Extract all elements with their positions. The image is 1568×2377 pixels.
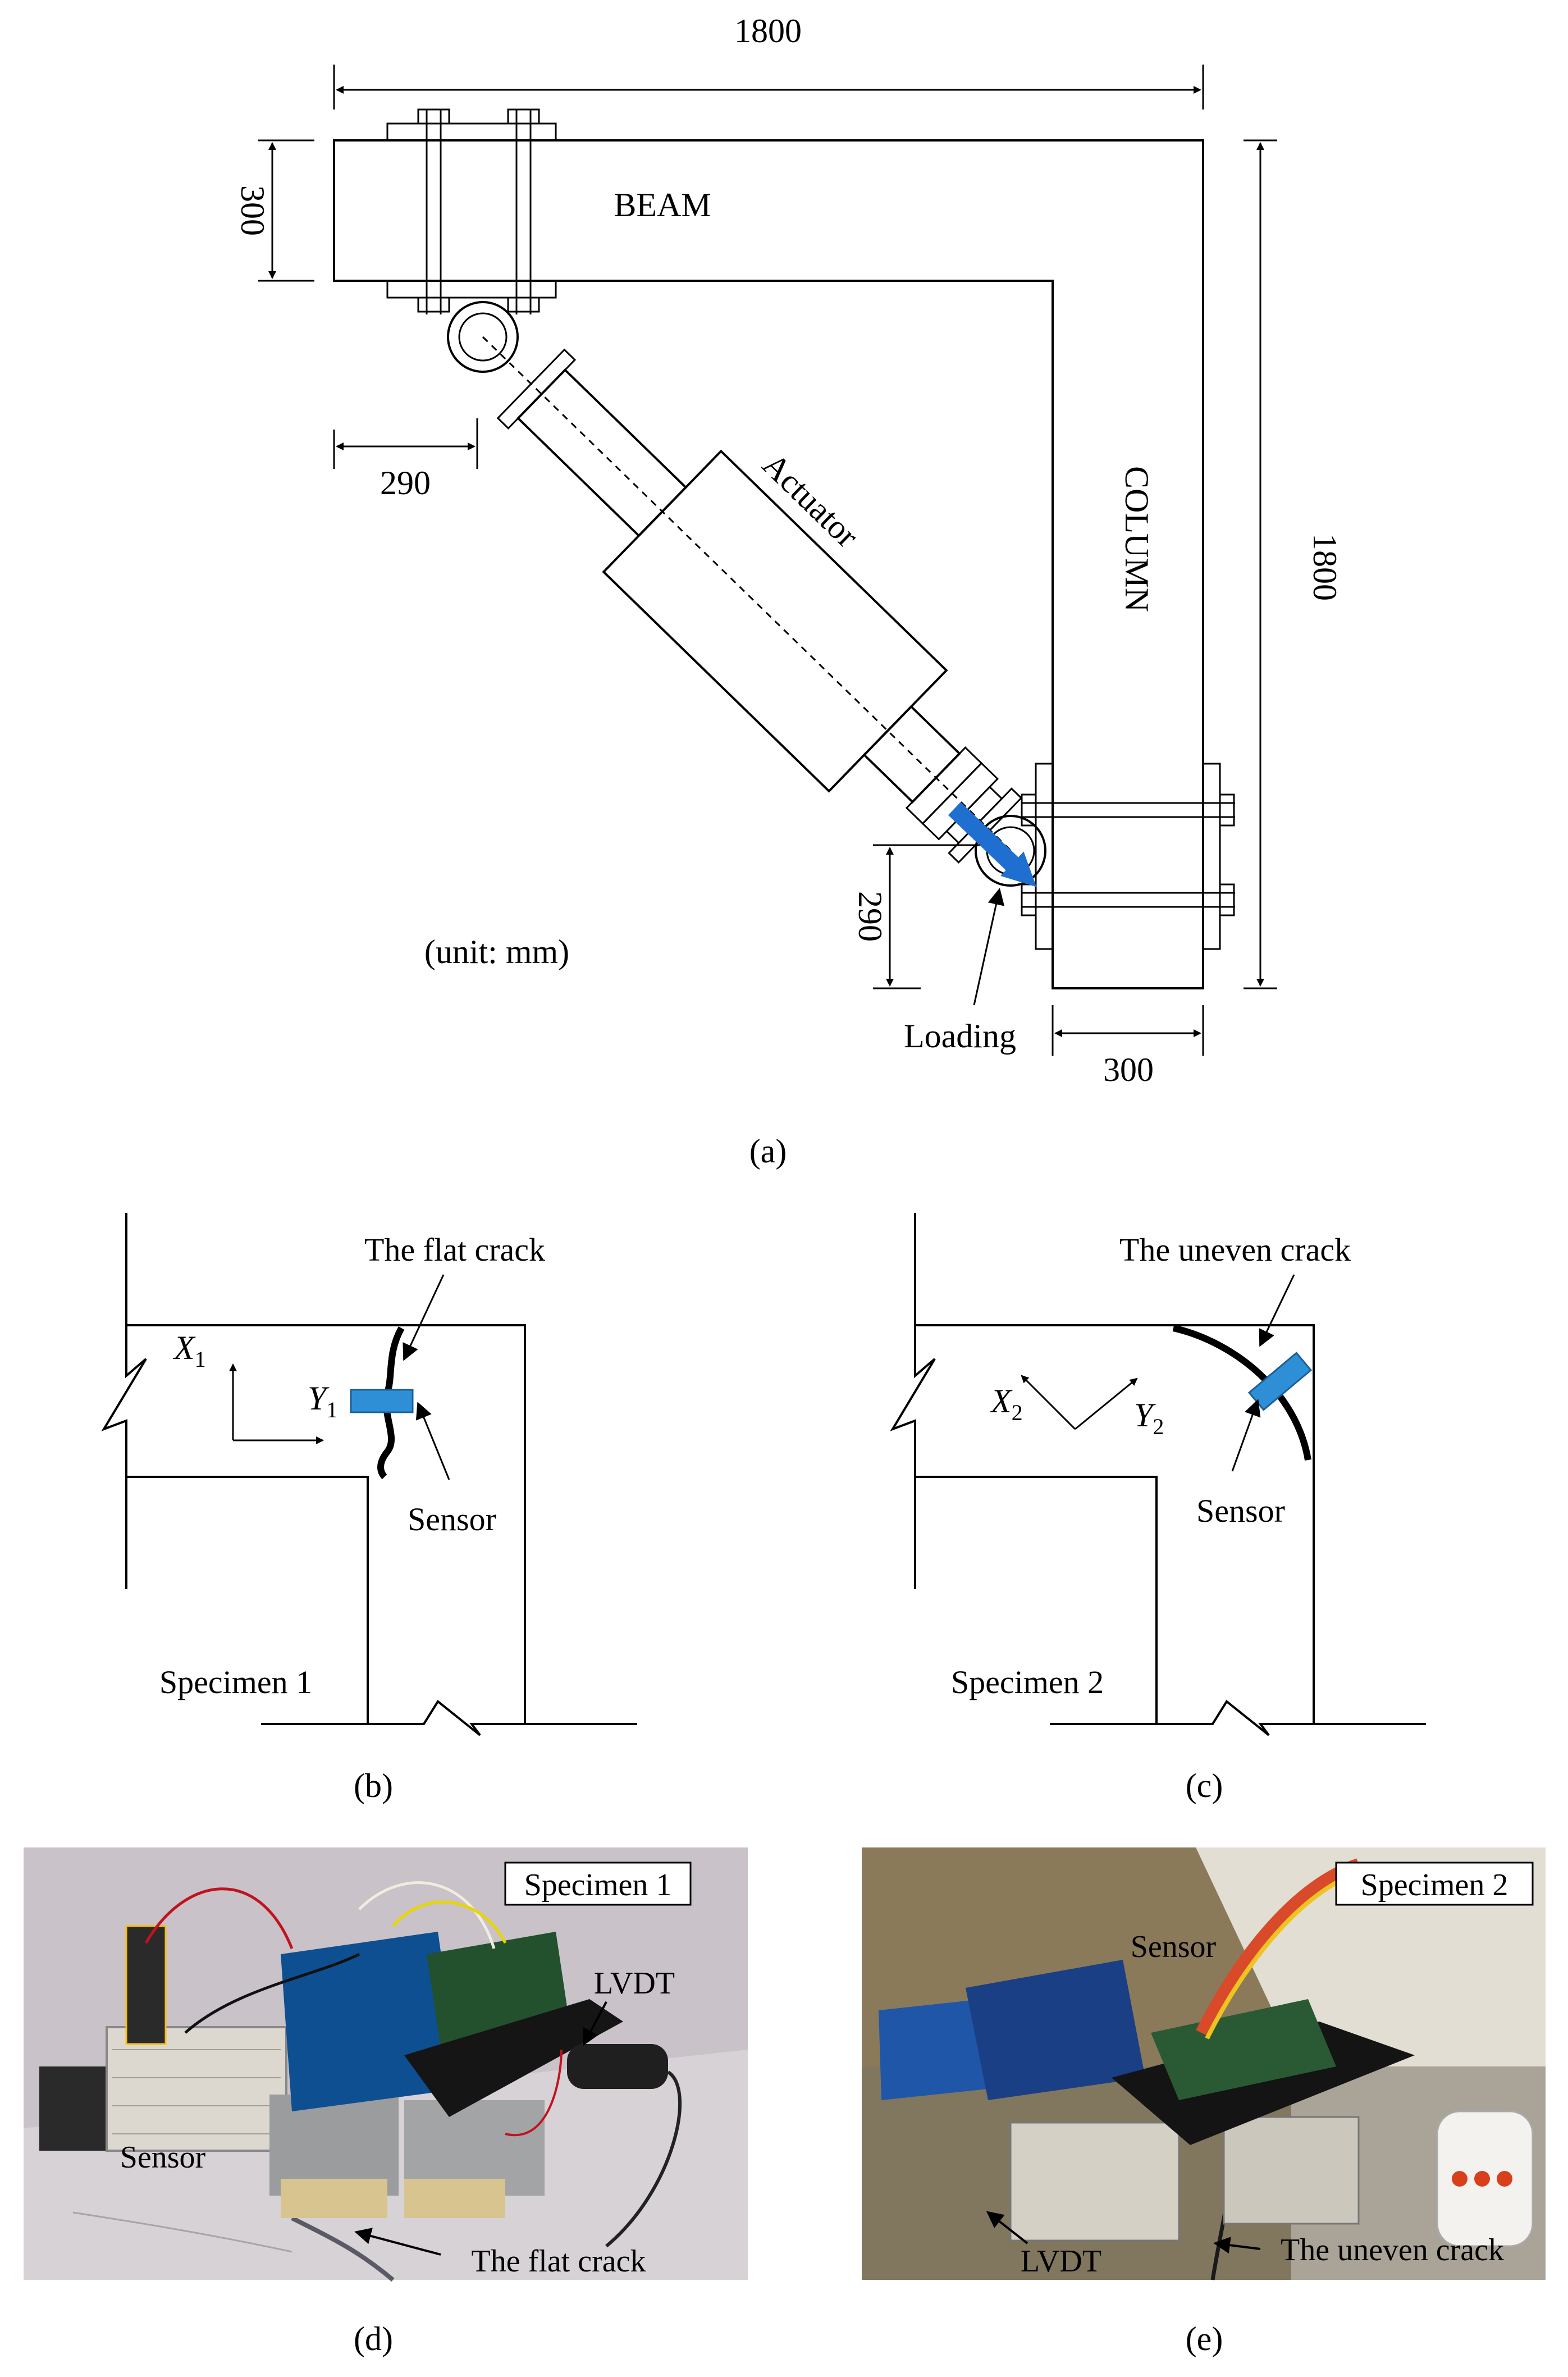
dim-top-label: 1800 bbox=[734, 12, 802, 49]
uneven-crack bbox=[1172, 1325, 1311, 1461]
dim-beam-depth-label: 300 bbox=[234, 185, 271, 236]
axis-y2-label: Y2 bbox=[1134, 1397, 1164, 1439]
flat-crack bbox=[377, 1326, 405, 1480]
panel-a-diagram: 1800 300 1800 bbox=[234, 12, 1343, 1170]
panel-c-diagram: X2 Y2 The uneven crack Sensor Specimen 2… bbox=[890, 1213, 1426, 1804]
sensor-b bbox=[350, 1389, 414, 1413]
dim-offset-bottom-label: 290 bbox=[852, 891, 889, 942]
break-symbol-b-bottom bbox=[261, 1700, 637, 1736]
photo-e-black-mount bbox=[1112, 2022, 1415, 2145]
loading-pointer bbox=[973, 888, 1005, 1006]
photo-d-black-mount bbox=[404, 1999, 623, 2117]
dim-column-width: 300 bbox=[1052, 1005, 1204, 1088]
beam-clamp bbox=[386, 108, 557, 314]
photo-d-sensor-label: Sensor bbox=[120, 2140, 206, 2175]
caption-a: (a) bbox=[749, 1133, 787, 1170]
loading-label: Loading bbox=[904, 1018, 1016, 1055]
sensor-c-pointer bbox=[1231, 1399, 1261, 1472]
dim-top: 1800 bbox=[333, 12, 1204, 110]
photo-e-green-board bbox=[1151, 1999, 1336, 2100]
photo-d-wood-left bbox=[281, 2179, 387, 2218]
axis-y1-label: Y1 bbox=[308, 1380, 337, 1422]
caption-b: (b) bbox=[354, 1767, 393, 1804]
photo-e-angle-left bbox=[1009, 2121, 1180, 2242]
photo-e-lvdt-label: LVDT bbox=[1021, 2244, 1101, 2279]
dim-offset-bottom: 290 bbox=[852, 844, 980, 989]
loading-arrow bbox=[948, 802, 1037, 887]
photo-e-ribbon-cable bbox=[1196, 1858, 1361, 2036]
joint-b-inner bbox=[126, 1476, 369, 1724]
break-symbol-c-bottom bbox=[1050, 1700, 1426, 1736]
photo-d-floor-crack bbox=[291, 2216, 395, 2282]
sensor-b-label: Sensor bbox=[408, 1501, 496, 1537]
photo-e-crack-label: The uneven crack bbox=[1281, 2233, 1504, 2267]
axis-y2-arrow bbox=[1075, 1377, 1138, 1430]
photo-d-crack-label: The flat crack bbox=[472, 2244, 646, 2279]
dim-offset-top-label: 290 bbox=[380, 464, 431, 501]
photo-d-hairline-crack bbox=[72, 2211, 292, 2253]
column-label: COLUMN bbox=[1118, 466, 1155, 612]
axis-x2-arrow bbox=[1021, 1375, 1076, 1430]
dim-offset-top: 290 bbox=[333, 418, 478, 501]
unit-label: (unit: mm) bbox=[424, 933, 569, 970]
joint-c-outer bbox=[914, 1213, 1315, 1724]
joint-c-inner bbox=[915, 1476, 1158, 1724]
photo-e-specimen-box bbox=[1335, 1862, 1534, 1906]
caption-c: (c) bbox=[1186, 1767, 1223, 1804]
joint-b-outer bbox=[125, 1213, 526, 1724]
photo-e-angle-right bbox=[1223, 2116, 1360, 2225]
axis-x2-label: X2 bbox=[990, 1383, 1023, 1425]
beam-column-outline bbox=[333, 139, 1204, 989]
sensor-c-label: Sensor bbox=[1196, 1493, 1285, 1529]
uneven-crack-label: The uneven crack bbox=[1119, 1231, 1351, 1268]
dim-beam-depth: 300 bbox=[234, 139, 314, 282]
photo-d-specimen-box bbox=[504, 1862, 692, 1906]
photo-e-sensor-label: Sensor bbox=[1131, 1929, 1217, 1964]
caption-e: (e) bbox=[1186, 2320, 1223, 2357]
panel-e-photo: Specimen 2 Sensor LVDT The uneven crack … bbox=[862, 1847, 1546, 2357]
photo-e-specimen-label: Specimen 2 bbox=[1361, 1868, 1508, 1902]
panel-b-diagram: X1 Y1 The flat crack Sensor Specimen 1 (… bbox=[101, 1213, 637, 1804]
break-symbol-b-left bbox=[101, 1325, 147, 1477]
dim-right: 1800 bbox=[1244, 139, 1343, 989]
photo-d-specimen-label: Specimen 1 bbox=[524, 1868, 672, 1902]
photo-d-wood-right bbox=[404, 2179, 505, 2218]
uneven-crack-pointer bbox=[1259, 1274, 1295, 1347]
flat-crack-pointer bbox=[403, 1274, 445, 1361]
caption-d: (d) bbox=[354, 2320, 393, 2357]
specimen-2-label: Specimen 2 bbox=[951, 1664, 1104, 1700]
break-symbol-c-left bbox=[890, 1325, 936, 1477]
photo-d-sensor-module bbox=[125, 1925, 167, 2045]
dim-column-width-label: 300 bbox=[1103, 1051, 1154, 1088]
photo-e-arduino-board bbox=[966, 1960, 1145, 2100]
panel-d-photo: Specimen 1 LVDT Sensor The flat crack (d… bbox=[24, 1847, 748, 2357]
sensor-b-pointer bbox=[415, 1402, 450, 1480]
flat-crack-label: The flat crack bbox=[364, 1231, 545, 1268]
photo-d-lvdt-label: LVDT bbox=[594, 1966, 675, 2001]
photo-d-breadboard bbox=[106, 2026, 287, 2152]
axis-x1-label: X1 bbox=[173, 1329, 206, 1372]
photo-e-xbee-board bbox=[879, 1999, 988, 2100]
specimen-1-label: Specimen 1 bbox=[159, 1664, 312, 1700]
dim-right-label: 1800 bbox=[1306, 533, 1343, 601]
photo-d-lvdt bbox=[567, 2044, 668, 2089]
beam-label: BEAM bbox=[614, 186, 711, 223]
